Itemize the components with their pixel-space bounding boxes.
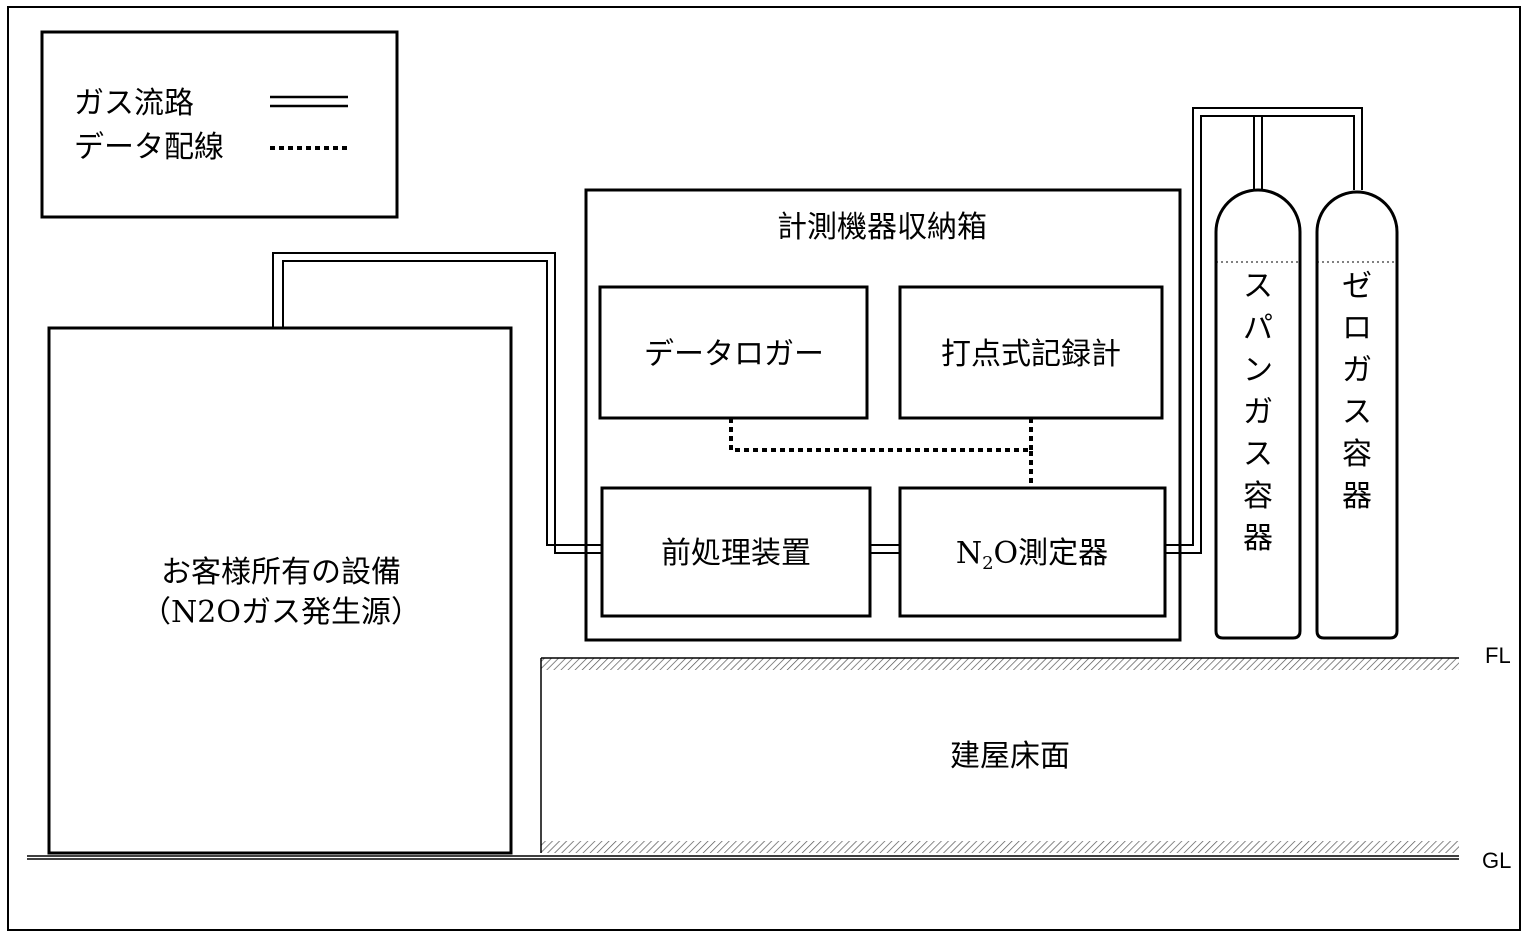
instrument-box-title: 計測機器収納箱 [777, 210, 987, 245]
outer-frame [7, 6, 1521, 931]
zero-gas-label: ゼ ロ ガ ス 容 器 [1342, 269, 1372, 514]
equipment-label-line1: お客様所有の設備 [161, 555, 401, 590]
instrument-box [584, 188, 1182, 642]
fl-label: FL [1485, 643, 1511, 668]
zero-gas-cylinder [1315, 190, 1399, 640]
zero-char-5: 器 [1342, 479, 1372, 514]
data-logger-box [598, 285, 869, 420]
analyzer-label-sub: 2 [982, 553, 993, 574]
gas-pipe-equipment-to-pretreatment [272, 252, 602, 554]
zero-char-4: 容 [1342, 437, 1372, 472]
analyzer-label-rest: O測定器 [994, 536, 1109, 571]
pretreatment-label: 前処理装置 [661, 536, 811, 571]
gas-pipe-pretreatment-to-analyzer [870, 544, 900, 554]
customer-equipment-box [47, 326, 513, 855]
span-gas-cylinder [1214, 188, 1302, 640]
legend-data-label: データ配線 [74, 130, 224, 165]
span-char-0: ス [1243, 269, 1273, 304]
gl-label: GL [1482, 848, 1511, 873]
legend: ガス流路 データ配線 [40, 30, 399, 219]
analyzer-label: N2O測定器 [956, 536, 1108, 574]
zero-char-3: ス [1342, 395, 1372, 430]
zero-char-0: ゼ [1342, 269, 1372, 304]
floor-hatch-bottom [541, 841, 1459, 853]
analyzer-label-n: N [956, 536, 982, 571]
span-char-2: ン [1243, 353, 1273, 388]
gas-pipe-analyzer-to-cylinders [1165, 107, 1363, 554]
floor-label: 建屋床面 [950, 739, 1070, 774]
span-char-6: 器 [1243, 521, 1273, 556]
legend-gas-label: ガス流路 [74, 86, 194, 121]
span-char-5: 容 [1243, 479, 1273, 514]
zero-char-2: ガ [1342, 353, 1372, 388]
span-char-1: パ [1243, 311, 1273, 346]
legend-box [40, 30, 399, 219]
data-wire-logger-to-analyzer [729, 418, 1033, 488]
data-logger-label: データロガー [644, 337, 824, 372]
floor-hatch-top [541, 658, 1459, 670]
recorder-label: 打点式記録計 [941, 337, 1121, 372]
span-char-4: ス [1243, 437, 1273, 472]
span-char-3: ガ [1243, 395, 1273, 430]
zero-char-1: ロ [1342, 311, 1372, 346]
span-gas-label: ス パ ン ガ ス 容 器 [1243, 269, 1273, 556]
equipment-label-line2: （N2Oガス発生源） [141, 595, 421, 630]
